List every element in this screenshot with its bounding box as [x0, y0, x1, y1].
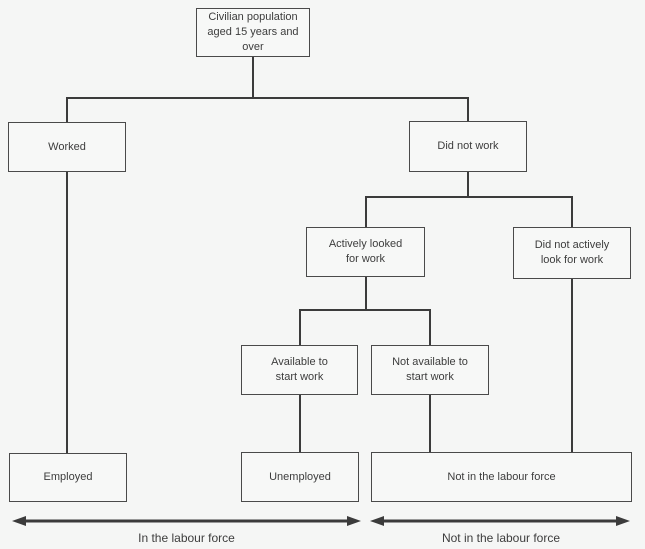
connector-did-not-actively-to-nilf — [571, 279, 573, 452]
connector-lower-branch — [299, 309, 431, 311]
connector-available-to-unemployed — [299, 395, 301, 452]
in-labour-force-label: In the labour force — [138, 531, 235, 545]
node-did-not-actively-look-label: Did not actively look for work — [534, 239, 610, 266]
connector-did-not-work-down — [467, 172, 469, 198]
node-not-in-labour-force-label: Not in the labour force — [447, 470, 556, 483]
connector-worked-to-employed — [66, 172, 68, 453]
node-worked: Worked — [8, 122, 126, 172]
node-did-not-work: Did not work — [409, 121, 527, 172]
node-employed: Employed — [9, 453, 127, 502]
node-civilian-population: Civilian population aged 15 years and ov… — [196, 8, 310, 57]
connector-to-not-available — [429, 309, 431, 345]
node-unemployed-label: Unemployed — [269, 470, 331, 483]
not-in-labour-force-range-arrow — [370, 516, 630, 526]
connector-actively-looked-down — [365, 277, 367, 311]
node-not-in-labour-force: Not in the labour force — [371, 452, 632, 502]
node-civilian-population-label: Civilian population aged 15 years and ov… — [207, 11, 299, 53]
node-unemployed: Unemployed — [241, 452, 359, 502]
connector-civilian-down — [252, 57, 254, 98]
node-did-not-actively-look: Did not actively look for work — [513, 227, 631, 279]
node-available-to-start-work-label: Available to start work — [271, 356, 328, 383]
connector-not-available-to-nilf — [429, 395, 431, 452]
not-in-labour-force-label: Not in the labour force — [441, 531, 561, 545]
connector-top-branch — [66, 97, 469, 99]
connector-to-available — [299, 309, 301, 345]
connector-to-did-not-actively — [571, 196, 573, 227]
in-labour-force-range-arrow — [12, 516, 361, 526]
node-actively-looked-for-work-label: Actively looked for work — [328, 238, 403, 265]
node-did-not-work-label: Did not work — [437, 140, 499, 153]
node-not-available-to-start-work-label: Not available to start work — [392, 356, 468, 383]
connector-to-did-not-work — [467, 97, 469, 121]
connector-to-actively-looked — [365, 196, 367, 227]
connector-to-worked — [66, 97, 68, 122]
node-not-available-to-start-work: Not available to start work — [371, 345, 489, 395]
node-available-to-start-work: Available to start work — [241, 345, 358, 395]
connector-mid-branch — [365, 196, 573, 198]
node-actively-looked-for-work: Actively looked for work — [306, 227, 425, 277]
node-worked-label: Worked — [48, 140, 86, 153]
node-employed-label: Employed — [43, 471, 93, 484]
